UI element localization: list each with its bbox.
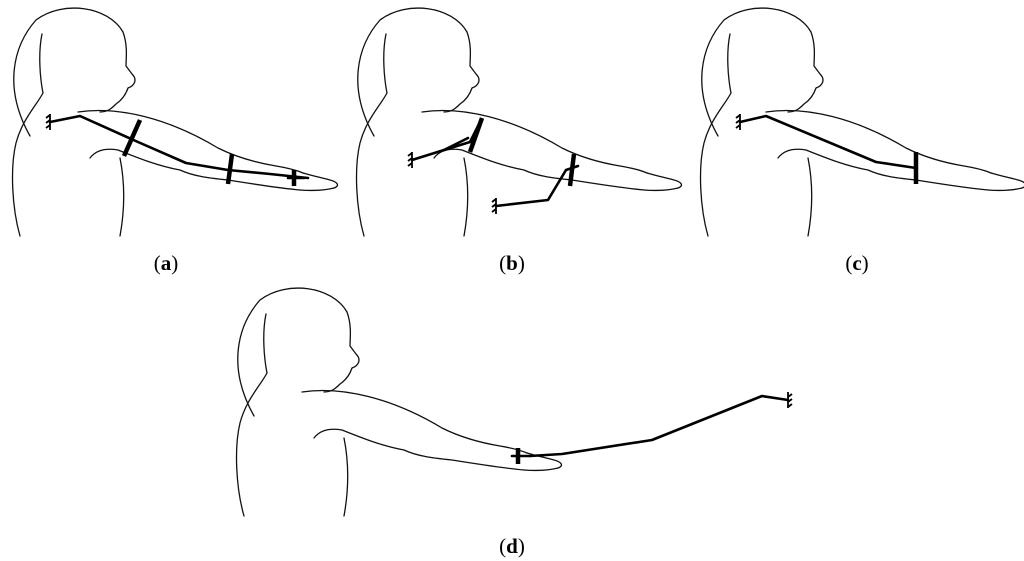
panel-c [699, 7, 1024, 237]
shoulder-cuff [121, 119, 143, 157]
human-outline [235, 287, 563, 517]
wrist-cuff [286, 170, 306, 186]
human-outline [699, 7, 1024, 237]
cable-routing-upper [407, 120, 482, 169]
cable-routing [735, 113, 918, 170]
human-outline [11, 7, 339, 237]
panel-b [355, 7, 683, 237]
shoulder-cuff [467, 117, 485, 153]
elbow-cuff [567, 153, 577, 187]
panel-label-a: (a) [154, 251, 179, 275]
human-outline [355, 7, 683, 237]
panel-a [11, 7, 339, 237]
cable-routing-lower [491, 164, 580, 215]
panel-label-c: (c) [845, 251, 868, 275]
panel-label-d: (d) [499, 534, 525, 558]
cable-routing [45, 113, 310, 180]
panel-label-b: (b) [499, 251, 525, 275]
panel-d [235, 287, 793, 517]
cable-routing [528, 391, 793, 458]
elbow-cuff [225, 153, 235, 185]
wrist-cuff [510, 448, 532, 464]
